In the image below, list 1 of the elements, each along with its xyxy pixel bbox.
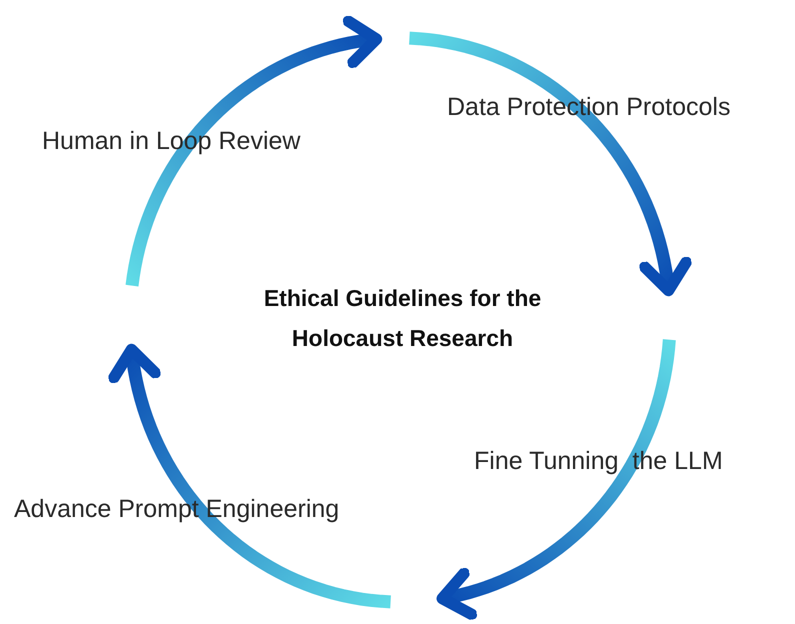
center-title: Ethical Guidelines for the Holocaust Research	[264, 285, 542, 351]
